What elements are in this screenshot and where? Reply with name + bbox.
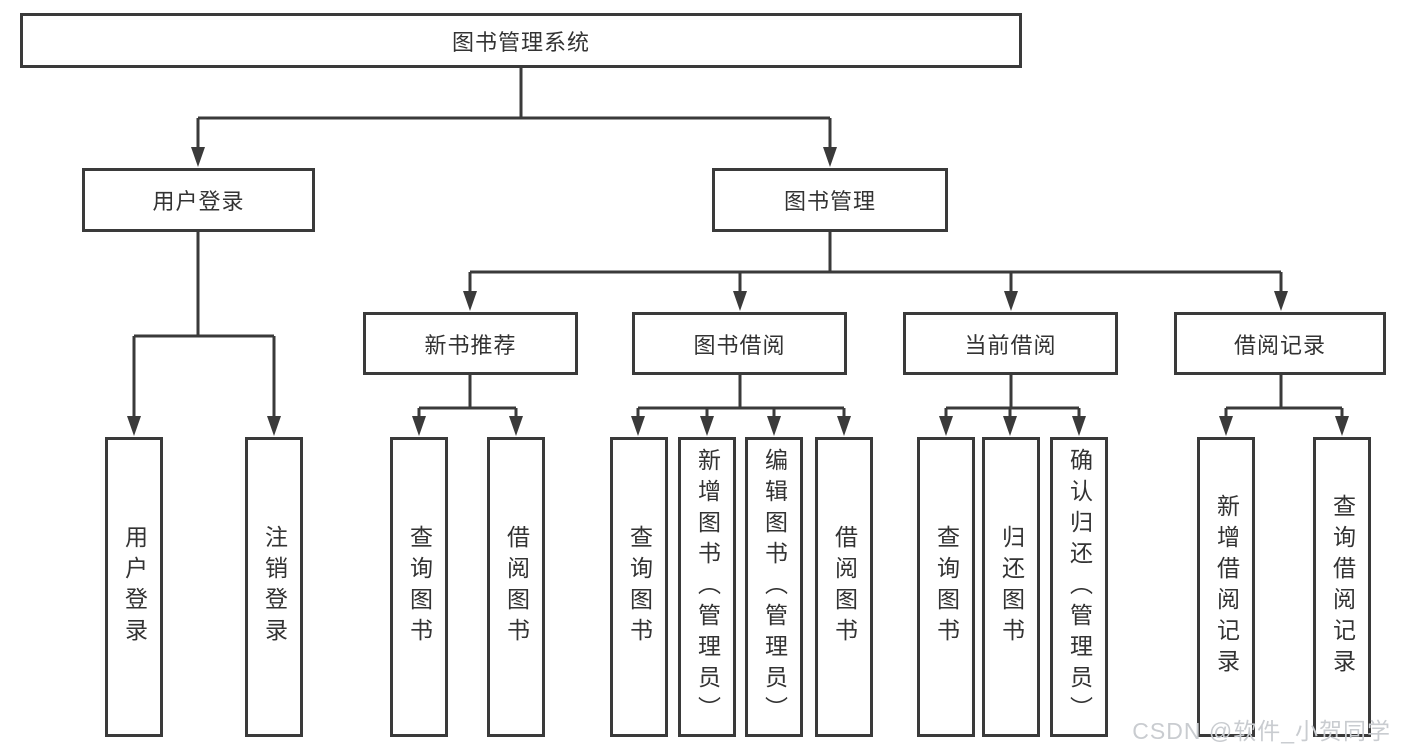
leaf-label: 编辑图书（管理员） xyxy=(761,447,788,727)
arrowhead-icons xyxy=(127,147,1349,436)
leaf-label: 归还图书 xyxy=(998,525,1025,649)
node-current-borrowing: 当前借阅 xyxy=(903,312,1118,375)
leaf-return-books: 归还图书 xyxy=(982,437,1040,737)
leaf-label: 新增借阅记录 xyxy=(1213,494,1240,680)
leaf-query-books-2: 查询图书 xyxy=(610,437,668,737)
node-root-system: 图书管理系统 xyxy=(20,13,1022,68)
node-book-borrowing: 图书借阅 xyxy=(632,312,847,375)
leaf-label: 注销登录 xyxy=(261,525,288,649)
leaf-user-login: 用户登录 xyxy=(105,437,163,737)
node-new-book-recommend: 新书推荐 xyxy=(363,312,578,375)
leaf-borrow-books-2: 借阅图书 xyxy=(815,437,873,737)
leaf-edit-books-admin: 编辑图书（管理员） xyxy=(745,437,803,737)
node-book-management-branch: 图书管理 xyxy=(712,168,948,232)
leaf-add-books-admin: 新增图书（管理员） xyxy=(678,437,736,737)
leaf-label: 借阅图书 xyxy=(503,525,530,649)
node-user-login-branch: 用户登录 xyxy=(82,168,315,232)
leaf-label: 借阅图书 xyxy=(831,525,858,649)
node-borrowing-records: 借阅记录 xyxy=(1174,312,1386,375)
leaf-query-borrow-record: 查询借阅记录 xyxy=(1313,437,1371,737)
leaf-logout: 注销登录 xyxy=(245,437,303,737)
leaf-confirm-return-admin: 确认归还（管理员） xyxy=(1050,437,1108,737)
leaf-query-books-1: 查询图书 xyxy=(390,437,448,737)
leaf-label: 查询图书 xyxy=(626,525,653,649)
leaf-label: 查询图书 xyxy=(406,525,433,649)
leaf-label: 确认归还（管理员） xyxy=(1066,447,1093,727)
leaf-borrow-books-1: 借阅图书 xyxy=(487,437,545,737)
csdn-watermark: CSDN @软件_小贺同学 xyxy=(1132,718,1391,744)
leaf-label: 查询借阅记录 xyxy=(1329,494,1356,680)
leaf-label: 查询图书 xyxy=(933,525,960,649)
leaf-label: 新增图书（管理员） xyxy=(694,447,721,727)
leaf-label: 用户登录 xyxy=(121,525,148,649)
leaf-query-books-3: 查询图书 xyxy=(917,437,975,737)
leaf-add-borrow-record: 新增借阅记录 xyxy=(1197,437,1255,737)
